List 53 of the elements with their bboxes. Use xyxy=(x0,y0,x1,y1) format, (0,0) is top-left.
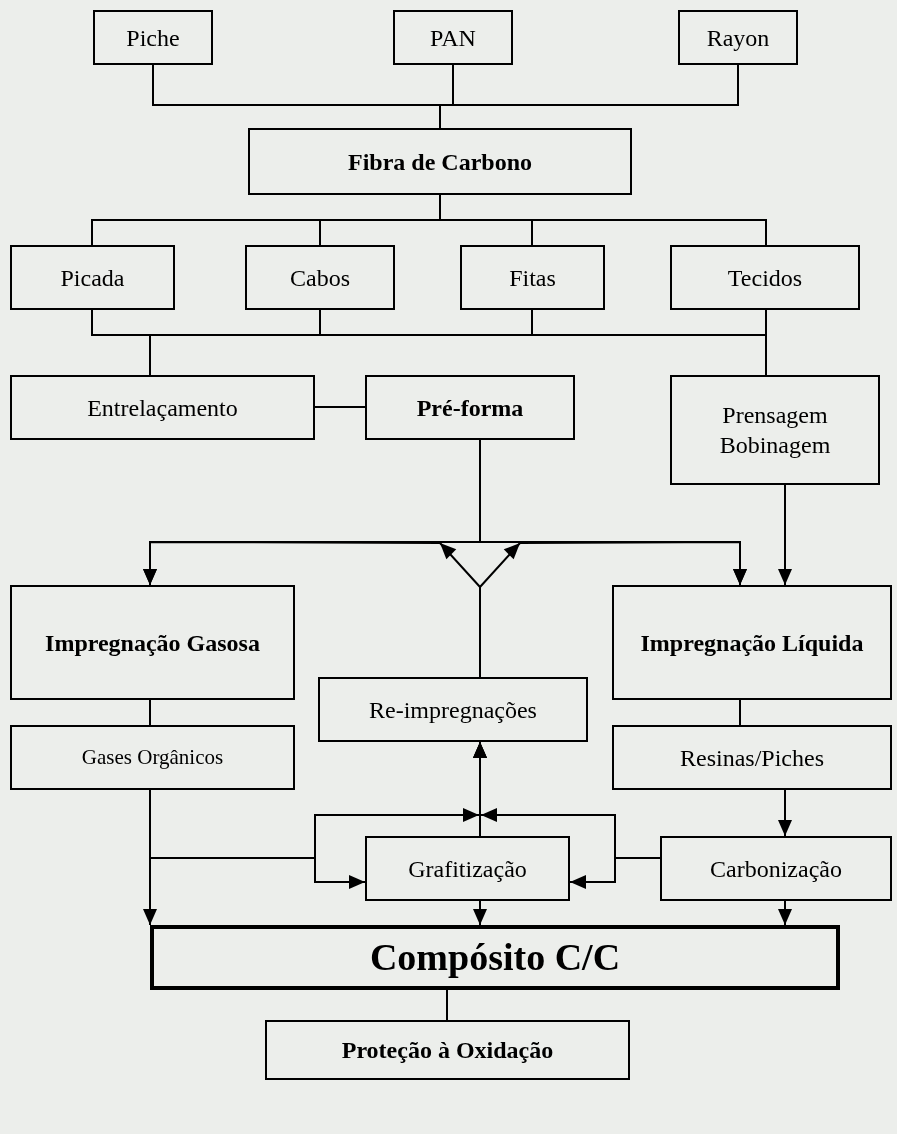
box-label: Gases Orgânicos xyxy=(81,744,224,771)
arrow xyxy=(778,484,792,586)
process-box xyxy=(365,375,575,440)
box-label: Carbonização xyxy=(710,854,842,884)
box-label: Re-impregnações xyxy=(369,695,537,725)
process-box xyxy=(245,245,395,310)
arrow xyxy=(473,900,487,926)
connector-line xyxy=(439,194,767,246)
connector-line xyxy=(439,64,739,129)
arrow xyxy=(778,789,792,837)
process-box xyxy=(670,375,880,485)
process-box xyxy=(660,836,892,901)
arrow xyxy=(143,789,157,926)
box-label: Grafitização xyxy=(408,854,527,884)
box-label: Fitas xyxy=(509,263,556,293)
box-label: Rayon xyxy=(706,23,770,53)
box-label: Piche xyxy=(126,23,180,53)
connector-line xyxy=(446,989,448,1021)
box-label: Prensagem Bobinagem xyxy=(718,401,832,460)
process-box xyxy=(150,925,840,990)
connector-line xyxy=(765,309,767,376)
process-box xyxy=(612,585,892,700)
arrow xyxy=(778,900,792,926)
process-box xyxy=(393,10,513,65)
box-label: PAN xyxy=(430,23,476,53)
box-label: Tecidos xyxy=(727,263,803,293)
process-box xyxy=(612,725,892,790)
process-box xyxy=(93,10,213,65)
process-box xyxy=(248,128,632,195)
box-label: Entrelaçamento xyxy=(87,393,238,423)
connector-line xyxy=(314,406,366,408)
process-box xyxy=(460,245,605,310)
box-label: Impregnação Líquida xyxy=(640,628,864,658)
box-label: Impregnação Gasosa xyxy=(45,628,260,658)
process-box xyxy=(265,1020,630,1080)
arrow xyxy=(473,741,487,837)
box-label: Pré-forma xyxy=(416,393,524,423)
process-box xyxy=(365,836,570,901)
box-label: Resinas/Piches xyxy=(680,743,824,773)
process-box xyxy=(318,677,588,742)
connector-line xyxy=(739,699,741,726)
box-label: Cabos xyxy=(290,263,350,293)
process-box xyxy=(10,375,315,440)
box-label: Proteção à Oxidação xyxy=(341,1036,554,1065)
process-box xyxy=(670,245,860,310)
process-box xyxy=(10,245,175,310)
process-box xyxy=(10,725,295,790)
process-box xyxy=(10,585,295,700)
process-box xyxy=(678,10,798,65)
box-label: Picada xyxy=(60,263,125,293)
box-label: Compósito C/C xyxy=(369,934,621,980)
box-label: Fibra de Carbono xyxy=(348,147,532,177)
connector-line xyxy=(149,699,151,726)
